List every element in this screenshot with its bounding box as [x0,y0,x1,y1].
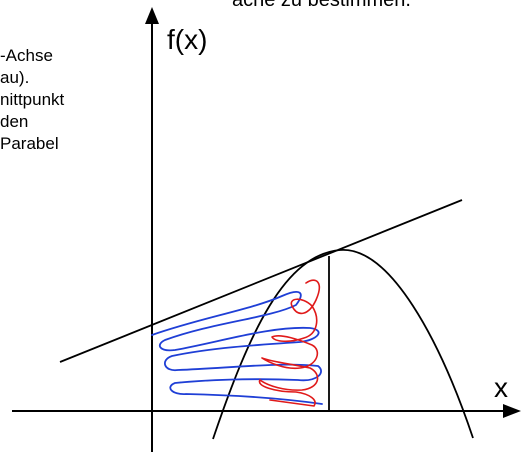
side-text-line-5: Parabel [0,134,59,153]
side-text-line-2: au). [0,68,30,87]
coordinate-axes [12,22,505,452]
cut-off-heading-text: äche zu bestimmen. [232,0,411,11]
side-text-line-4: den [0,112,29,131]
x-axis-label: x [494,372,508,403]
x-axis-arrowhead [503,404,521,418]
blue-area-scribble [151,291,323,405]
y-axis-arrowhead [145,7,159,24]
y-axis-label: f(x) [167,24,208,55]
red-area-scribble [258,279,321,407]
tangent-line [59,199,463,363]
cut-off-side-text: -Achse au). nittpunkt den Parabel [0,45,64,155]
side-text-line-3: nittpunkt [0,90,65,109]
side-text-line-1: -Achse [0,46,53,65]
